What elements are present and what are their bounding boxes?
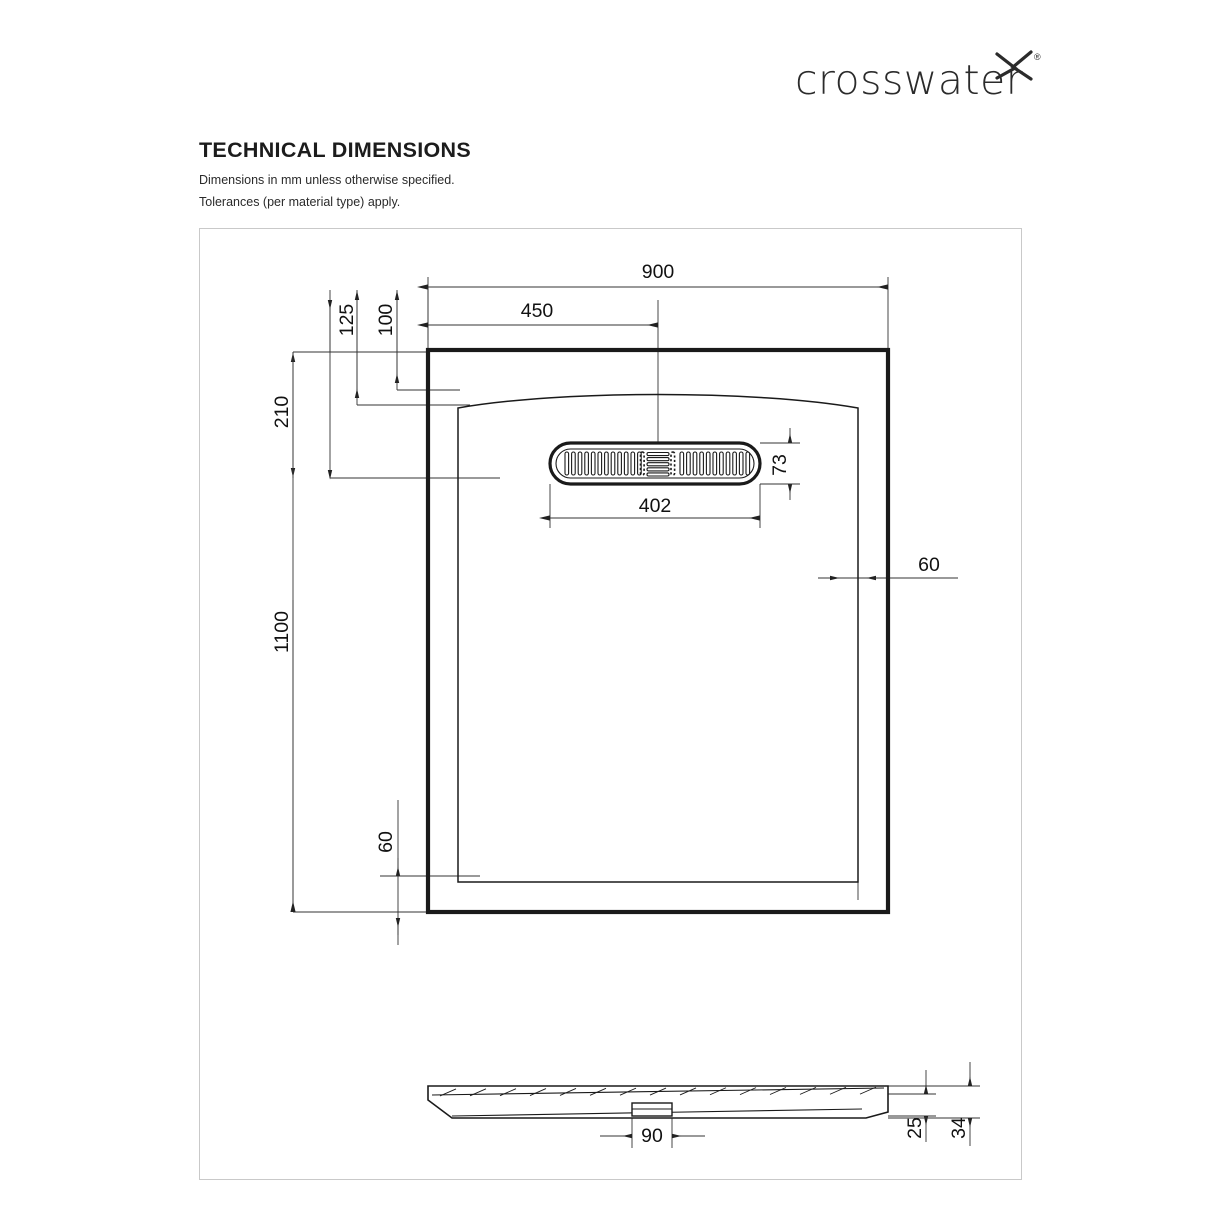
dimension-lines	[290, 277, 980, 1148]
brand-wordmark: crosswater	[795, 56, 1024, 104]
drawing-frame	[199, 228, 1022, 1180]
dim-border-bottom: 60	[375, 831, 397, 853]
dim-drain-zone-depth: 210	[271, 396, 293, 429]
tolerance-note: Tolerances (per material type) apply.	[199, 195, 401, 209]
tray-inner-recess	[457, 393, 859, 883]
x-cross-icon: ®	[995, 50, 1041, 81]
dim-section-overall-height: 34	[948, 1117, 970, 1139]
section-drain-outlet	[631, 1102, 673, 1117]
units-note: Dimensions in mm unless otherwise specif…	[199, 173, 455, 187]
dimension-labels: 900 450 125 100 210 1100 73 402 60 60 90…	[271, 261, 970, 1147]
drain-grate	[548, 441, 762, 486]
tray-section-view	[427, 1085, 889, 1119]
dim-grate-width: 73	[769, 454, 791, 476]
page-title: TECHNICAL DIMENSIONS	[199, 138, 471, 162]
dim-border-right: 60	[918, 554, 940, 576]
dim-offset-a: 125	[336, 304, 358, 337]
dim-overall-width: 900	[642, 261, 675, 283]
dim-section-drain-width: 90	[641, 1125, 663, 1147]
tray-plan-view	[425, 347, 891, 915]
registered-trademark-symbol: ®	[1034, 52, 1041, 62]
dim-drain-centre: 450	[521, 300, 554, 322]
dim-grate-length: 402	[639, 495, 672, 517]
dim-overall-depth: 1100	[271, 611, 293, 653]
brand-logo: crosswater ®	[795, 48, 1041, 108]
dim-offset-b: 100	[375, 304, 397, 337]
dim-section-inner-height: 25	[904, 1117, 926, 1139]
